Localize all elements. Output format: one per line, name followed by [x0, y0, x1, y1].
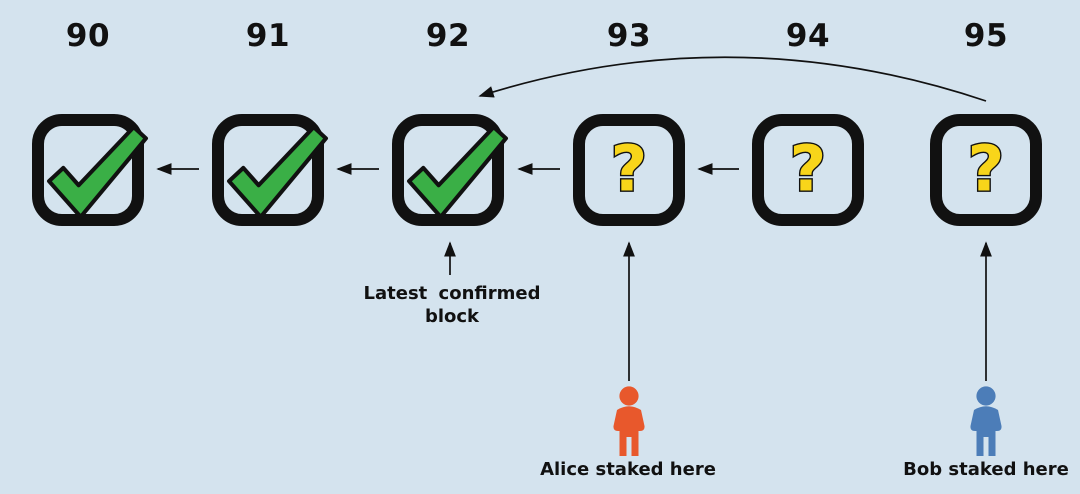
checkmark-icon — [47, 125, 148, 219]
block-number-94: 94 — [785, 18, 831, 54]
question-mark-icon: ? — [966, 130, 1005, 207]
question-mark-icon: ? — [609, 130, 648, 207]
latest-confirmed-line1: Latest confirmed — [363, 283, 541, 304]
block-number-95: 95 — [963, 18, 1009, 54]
svg-text:?: ? — [790, 131, 827, 205]
block-number-93: 93 — [606, 18, 652, 54]
block-94: ? — [752, 114, 864, 226]
block-number-91: 91 — [245, 18, 291, 54]
bob-staked-label: Bob staked here — [903, 459, 1069, 480]
block-92 — [392, 114, 509, 226]
alice-person-icon — [613, 386, 645, 456]
question-mark-icon: ? — [788, 130, 827, 207]
block-93: ? — [573, 114, 685, 226]
block-number-90: 90 — [65, 18, 111, 54]
bob-person-icon — [970, 386, 1002, 456]
block-number-92: 92 — [425, 18, 471, 54]
latest-confirmed-line2: block — [424, 305, 480, 327]
checkmark-icon — [227, 125, 329, 219]
latest-confirmed-label: Latest confirmed block — [332, 283, 572, 328]
alice-staked-label: Alice staked here — [540, 459, 716, 480]
block-90 — [32, 114, 148, 226]
curved-arrow-95-to-92 — [478, 56, 987, 102]
checkmark-icon — [407, 125, 509, 219]
block-95: ? — [930, 114, 1042, 226]
svg-text:?: ? — [968, 131, 1005, 205]
block-91 — [212, 114, 329, 226]
svg-text:?: ? — [611, 131, 648, 205]
